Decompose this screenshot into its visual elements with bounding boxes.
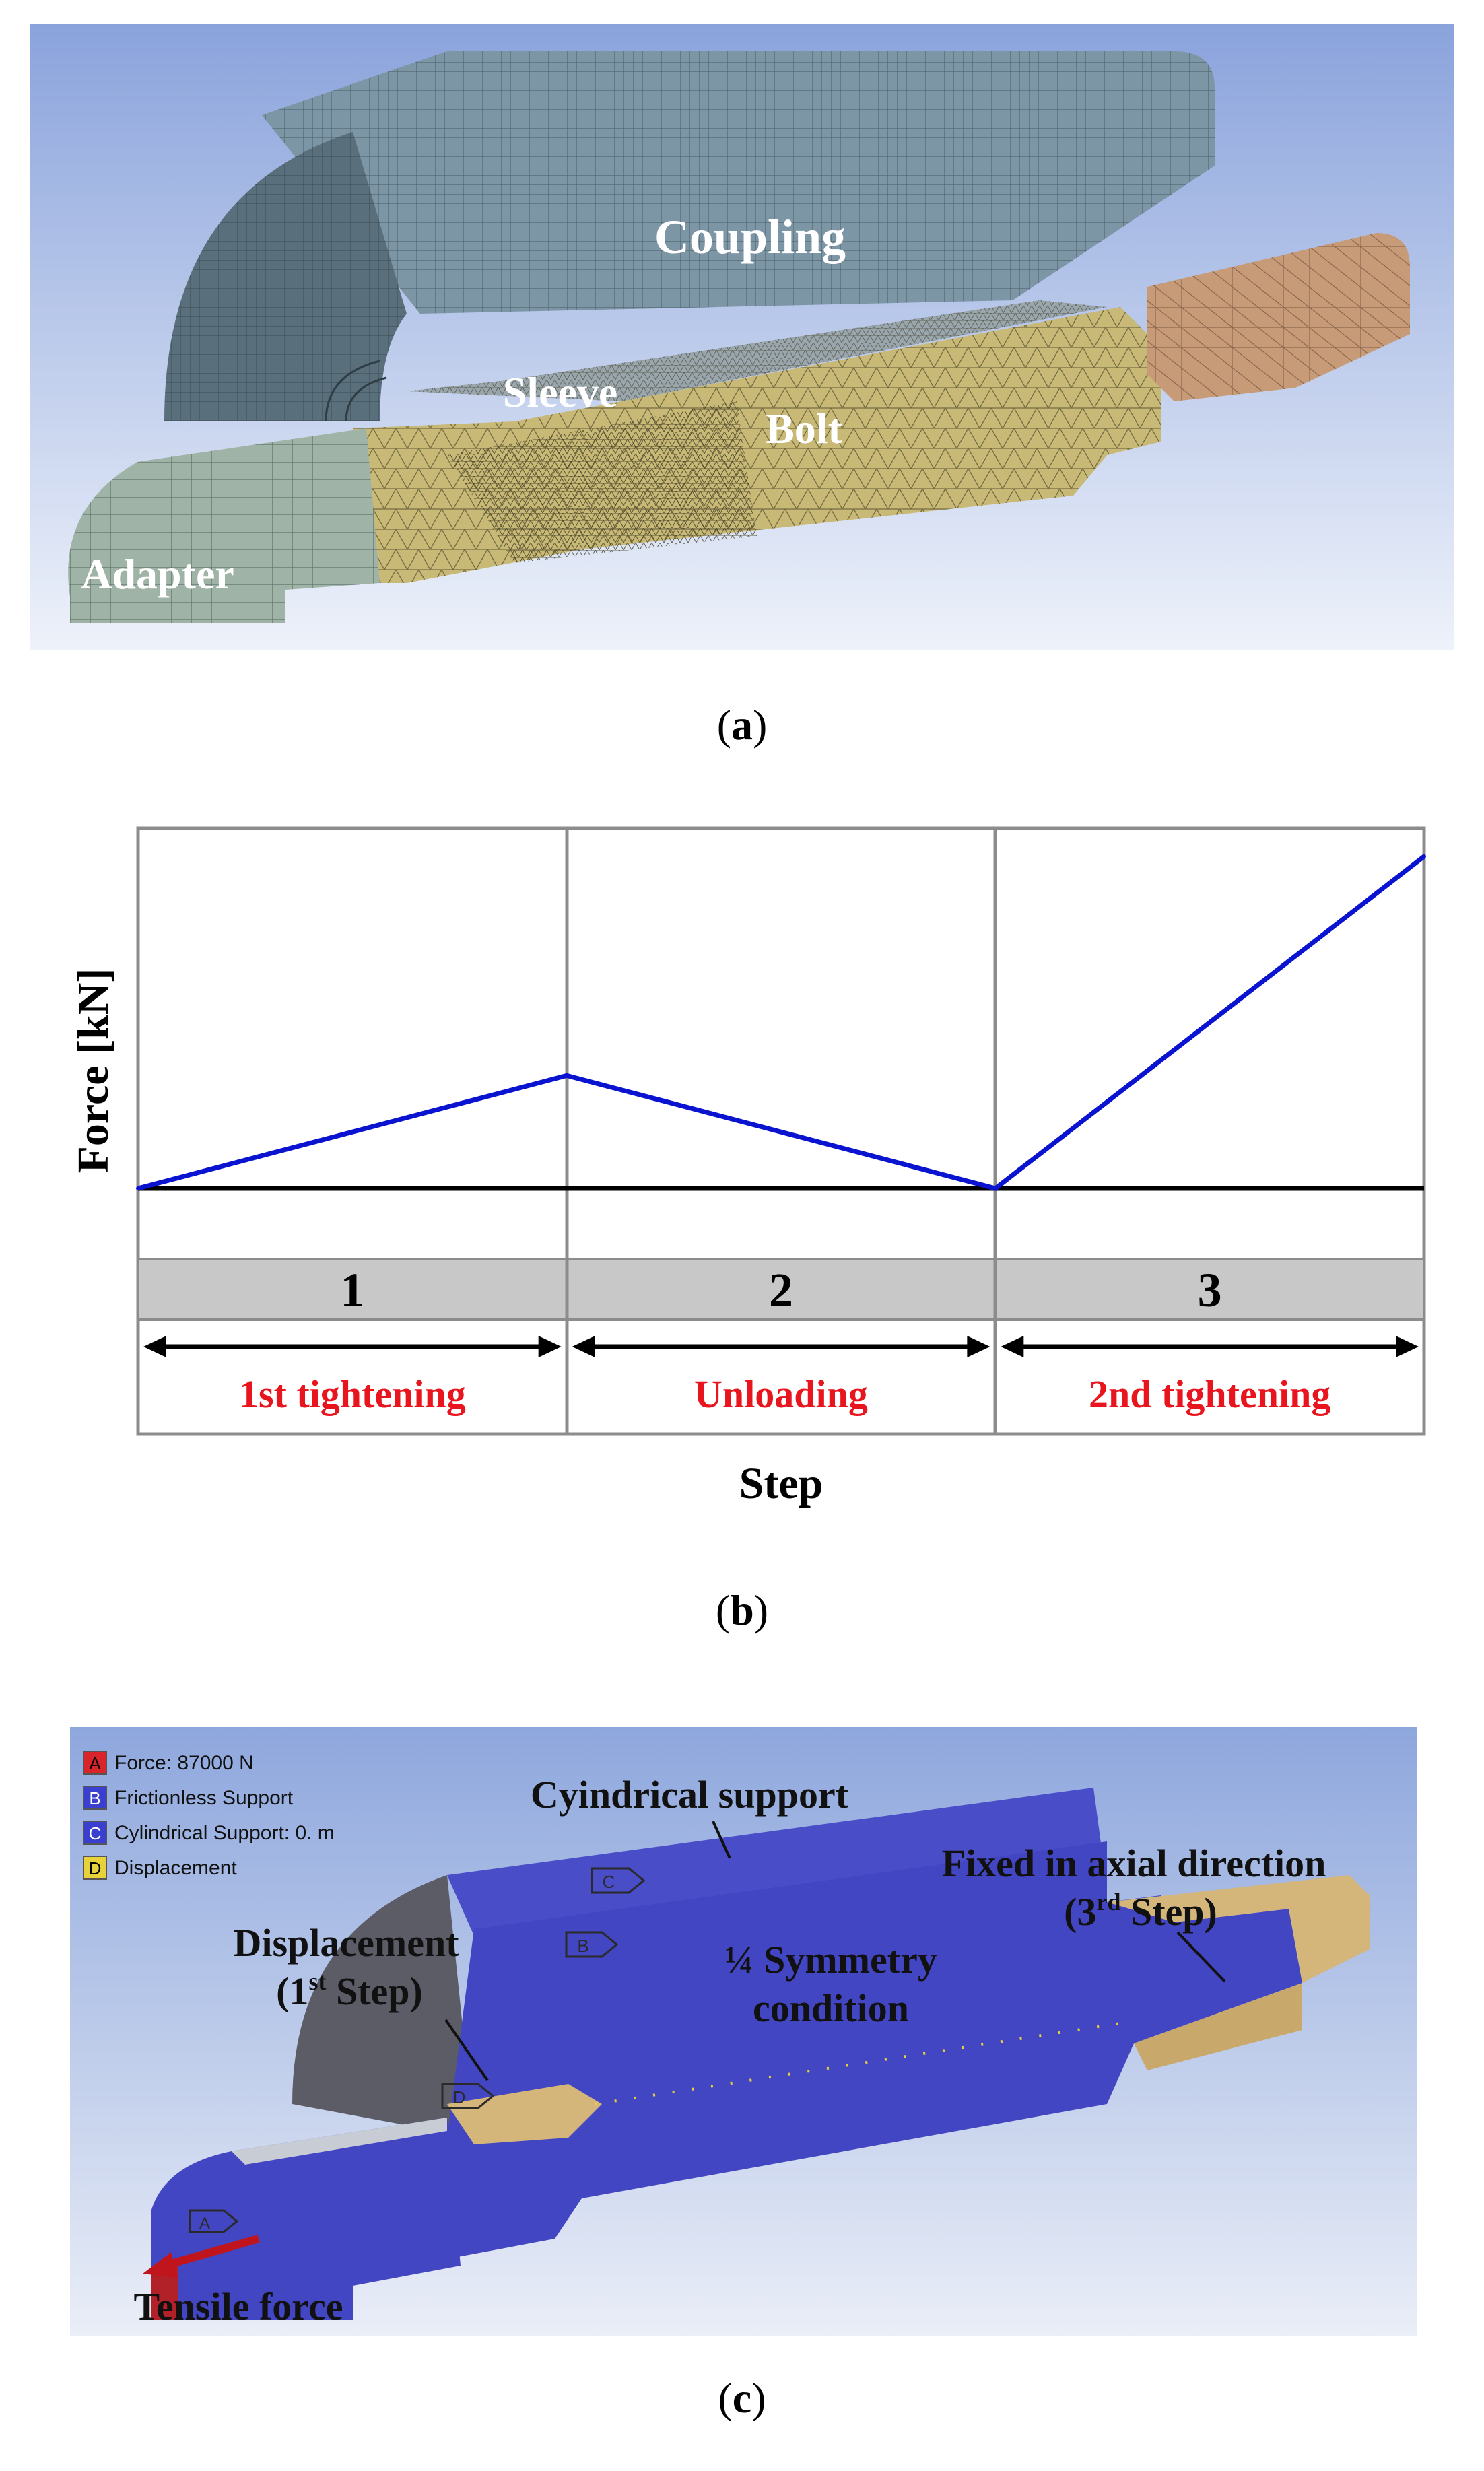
bolt-body [353,307,1161,583]
tag-a: A [189,2209,239,2233]
tag-b: B [565,1931,619,1958]
label-symmetry-line1: ¼ Symmetry [724,1938,937,1982]
label-displacement-line1: Displacement [233,1921,459,1965]
load-points [136,854,1426,1190]
step-number-2: 2 [769,1263,793,1317]
load-curve [137,854,1426,1191]
label-sleeve: Sleeve [503,368,618,416]
load-point-3 [1422,854,1426,858]
step-labels: 1st tightening Unloading 2nd tightening [239,1372,1330,1416]
tag-d: D [441,2083,495,2109]
panel-c-boundary-conditions: A Force: 87000 N B Frictionless Support … [70,1727,1417,2336]
load-point-2 [993,1186,998,1190]
svg-text:Force: 87000 N: Force: 87000 N [114,1752,254,1774]
legend-item-d: D Displacement [83,1856,237,1880]
label-fixed-line2: (3rd Step) [1064,1889,1217,1934]
step-bar [137,1258,1425,1321]
legend: A Force: 87000 N B Frictionless Support … [83,1751,335,1880]
tensile-force-arrow [143,2235,260,2278]
panel-b-load-steps: 1 2 3 1st tightening Unloading 2nd tightenin… [0,815,1484,1542]
svg-text:C: C [603,1872,615,1892]
svg-text:B: B [577,1936,588,1956]
step-arrowhead-right-1 [538,1336,562,1357]
label-adapter: Adapter [81,550,234,598]
step-label-3: 2nd tightening [1089,1372,1330,1416]
caption-a: (a) [716,701,768,749]
step-label-2: Unloading [694,1372,868,1416]
boundary-illustration: A Force: 87000 N B Frictionless Support … [70,1727,1417,2336]
coupling-body [164,51,1215,422]
svg-text:Displacement: Displacement [114,1857,237,1879]
caption-b: (b) [715,1586,769,1634]
label-bolt: Bolt [766,405,842,452]
x-axis-label: Step [739,1459,823,1508]
label-symmetry-line2: condition [753,1986,909,2030]
leader-displacement [444,2019,489,2082]
svg-text:B: B [89,1788,100,1808]
label-tensile-force: Tensile force [134,2284,343,2328]
label-fixed-line1: Fixed in axial direction [942,1841,1326,1885]
step-arrows [143,1336,1419,1357]
y-axis-label: Force [kN] [69,968,118,1174]
leader-fixed [1176,1931,1226,1983]
step-numbers: 1 2 3 [340,1263,1221,1317]
step-arrowhead-left-1 [143,1336,166,1357]
load-point-0 [136,1186,140,1190]
load-point-1 [564,1073,569,1078]
step-number-1: 1 [340,1263,364,1317]
svg-text:A: A [89,1753,101,1773]
legend-item-c: C Cylindrical Support: 0. m [83,1821,335,1845]
svg-text:Frictionless Support: Frictionless Support [114,1787,294,1809]
leader-cylindrical [712,1821,731,1859]
tag-c: C [591,1867,646,1894]
svg-text:D: D [453,2087,466,2107]
legend-item-a: A Force: 87000 N [83,1751,254,1775]
caption-c: (c) [718,2374,766,2422]
svg-text:Cylindrical Support: 0. m: Cylindrical Support: 0. m [114,1822,335,1844]
svg-text:C: C [89,1823,102,1843]
step-arrowhead-right-3 [1396,1336,1419,1357]
label-coupling: Coupling [654,210,846,264]
nut-body [1147,233,1410,401]
svg-text:D: D [89,1858,102,1878]
step-label-1: 1st tightening [239,1372,466,1416]
load-step-chart: 1 2 3 1st tightening Unloading 2nd tightenin… [69,826,1426,1508]
step-arrowhead-left-3 [1001,1336,1024,1357]
chart-frame [136,826,1426,1436]
step-arrowhead-right-2 [967,1336,990,1357]
label-cylindrical-support: Cyindrical support [531,1773,849,1817]
model-body [151,1788,1370,2320]
panel-a-mesh-view: Coupling Sleeve Bolt Adapter [30,24,1454,650]
mesh-illustration: Coupling Sleeve Bolt Adapter [30,24,1454,650]
step-number-3: 3 [1198,1263,1222,1317]
label-displacement-line2: (1st Step) [276,1968,423,2013]
svg-text:A: A [199,2214,210,2233]
adapter-body [68,428,380,623]
legend-item-b: B Frictionless Support [83,1786,294,1810]
step-arrowhead-left-2 [572,1336,595,1357]
